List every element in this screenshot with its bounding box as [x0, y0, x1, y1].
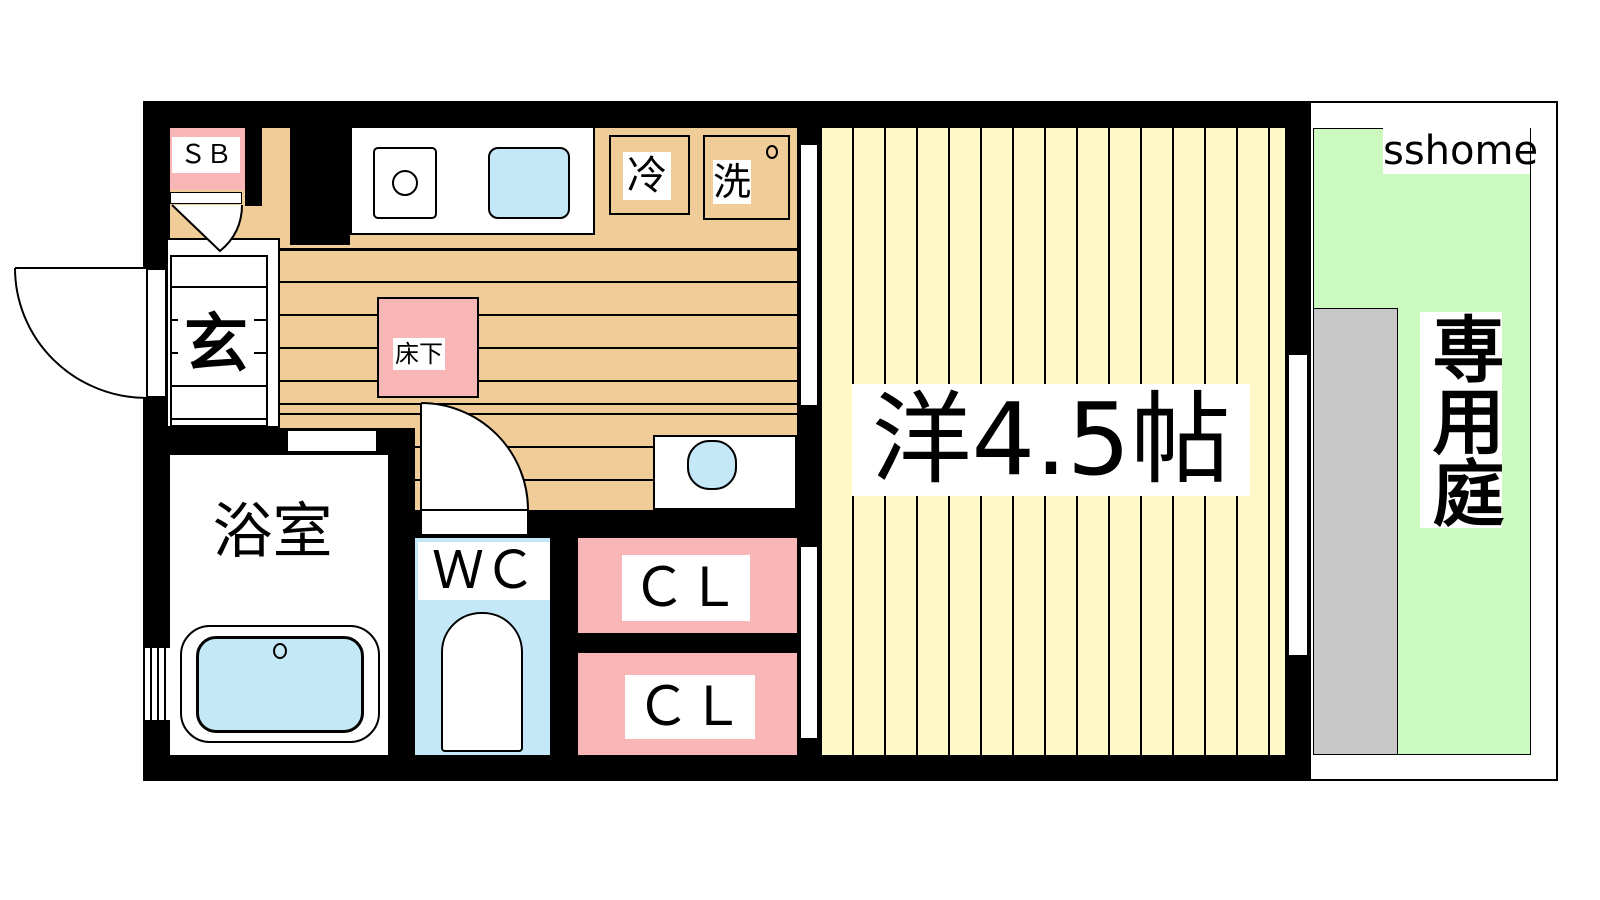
- wall: [290, 128, 350, 245]
- room-door[interactable]: [799, 545, 819, 740]
- watermark: sshome: [1383, 128, 1539, 174]
- kitchen-window: [799, 145, 819, 405]
- fridge-label: 冷: [623, 152, 671, 200]
- garden-label: 専用庭: [1420, 312, 1504, 528]
- sb-strip: [170, 192, 242, 204]
- wall: [388, 428, 415, 755]
- kitchen-sink: [488, 147, 570, 219]
- fridge-space: [609, 135, 690, 215]
- toilet-label: ＷＣ: [418, 542, 550, 600]
- drain-icon: [766, 145, 778, 159]
- western-room-label: 洋4.5帖: [852, 384, 1250, 496]
- toilet-icon: [441, 612, 523, 752]
- underfloor-label: 床下: [393, 338, 445, 370]
- entrance-label: 玄: [178, 306, 254, 384]
- wall: [797, 405, 822, 545]
- burner-icon: [392, 170, 418, 196]
- garden-window[interactable]: [1287, 355, 1309, 655]
- shoe-box-label: ＳＢ: [172, 137, 240, 173]
- wall: [245, 128, 262, 206]
- bathroom-label: 浴室: [205, 500, 340, 564]
- washer-label: 洗: [713, 160, 752, 204]
- washer-space: [703, 135, 790, 220]
- bath-window: [145, 648, 170, 720]
- washbasin-bowl: [687, 440, 737, 490]
- bathtub: [180, 625, 380, 743]
- sb-door-swing: [171, 204, 243, 253]
- wc-door-swing[interactable]: [418, 400, 533, 538]
- entrance-door-swing[interactable]: [10, 262, 170, 402]
- garden-paving: [1313, 308, 1398, 755]
- closet-label-2: ＣＬ: [625, 675, 755, 739]
- wall: [528, 510, 822, 538]
- closet-label-1: ＣＬ: [622, 555, 750, 621]
- bath-door-top: [287, 430, 377, 452]
- closet-divider: [578, 633, 768, 653]
- tub-drain-icon: [273, 643, 287, 659]
